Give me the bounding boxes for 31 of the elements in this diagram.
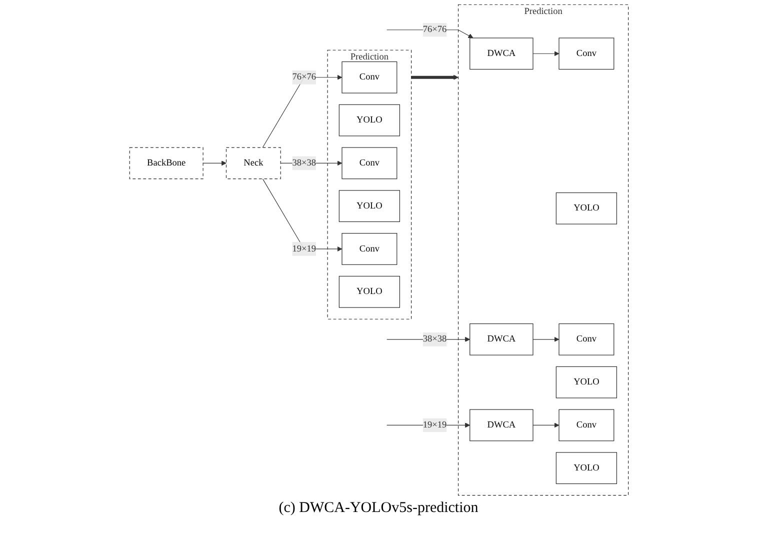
edge-label: 19×19: [292, 244, 316, 254]
edge-label: 76×76: [292, 72, 316, 82]
node-box: DWCA: [469, 409, 533, 442]
edge-label: 38×38: [292, 158, 316, 168]
node-box: YOLO: [338, 276, 400, 308]
node-box: BackBone: [128, 147, 203, 180]
node-box: Conv: [341, 233, 397, 265]
caption: (c) DWCA-YOLOv5s-prediction: [278, 500, 480, 517]
node-box: YOLO: [555, 192, 617, 224]
node-box: YOLO: [555, 452, 617, 484]
arrow: [532, 51, 559, 56]
node-box: Conv: [341, 61, 397, 94]
node-box: Conv: [558, 38, 614, 70]
node-box: Conv: [558, 323, 614, 356]
node-box: Conv: [558, 409, 614, 442]
arrow: [532, 336, 559, 342]
node-box: YOLO: [555, 366, 617, 398]
arrow: [532, 422, 559, 428]
node-box: YOLO: [338, 104, 400, 136]
node-box: YOLO: [338, 190, 400, 222]
node-box: DWCA: [469, 38, 533, 70]
edge-label: 76×76: [422, 24, 446, 35]
node-box: Neck: [225, 147, 280, 180]
edge-label: 38×38: [422, 334, 446, 344]
node-box: Conv: [341, 147, 397, 180]
arrow: [202, 160, 226, 166]
arrow: [410, 74, 458, 80]
edge-label: 19×19: [422, 420, 446, 430]
node-box: DWCA: [469, 323, 533, 356]
arrow: [262, 74, 342, 148]
arrow: [262, 178, 342, 252]
